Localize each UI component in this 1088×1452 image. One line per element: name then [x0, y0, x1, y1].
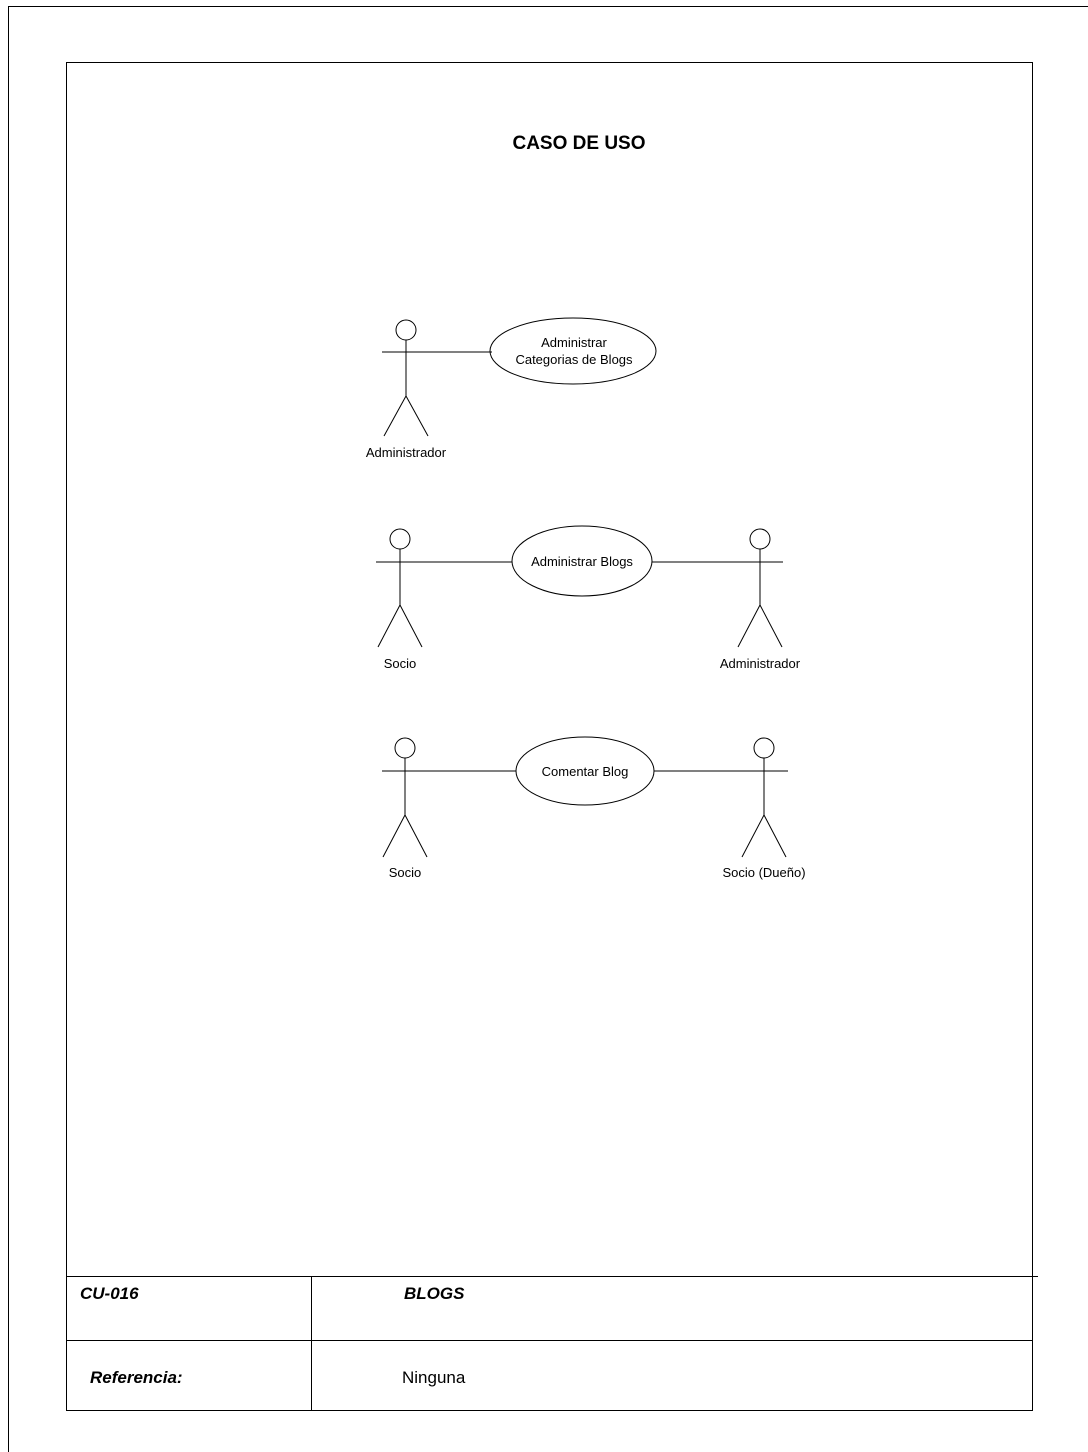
use-case-label: Administrar Blogs [531, 554, 633, 569]
page-title: CASO DE USO [512, 133, 646, 154]
page-frame [8, 6, 1088, 1452]
actor-label: Administrador [366, 445, 447, 460]
use-case-ellipse-1 [489, 317, 657, 385]
reference-value: Ninguna [402, 1368, 466, 1387]
footer-middle-rule [66, 1340, 1033, 1341]
footer-top-rule [66, 1276, 1038, 1277]
use-case-diagram: Administrar Categorias de Blogs Administ… [366, 317, 806, 880]
document-border [66, 62, 1033, 1411]
actor-socio-2 [382, 737, 429, 858]
use-case-ellipse-2 [511, 525, 653, 597]
actor-label: Administrador [720, 656, 801, 671]
use-case-diagram-svg: Administrar Categorias de Blogs Administ… [366, 317, 806, 880]
actor-label: Socio (Dueño) [722, 865, 805, 880]
use-case-label: Categorias de Blogs [515, 352, 633, 367]
actor-label: Socio [389, 865, 422, 880]
actor-administrador-1 [382, 319, 430, 437]
footer-column-divider [311, 1276, 312, 1411]
use-case-label: Comentar Blog [542, 764, 629, 779]
use-case-name: BLOGS [404, 1284, 465, 1303]
actor-socio-dueno [741, 737, 788, 858]
actor-administrador-2 [737, 528, 783, 648]
actor-label: Socio [384, 656, 417, 671]
actor-socio-1 [376, 528, 424, 648]
use-case-code: CU-016 [80, 1284, 139, 1303]
reference-label: Referencia: [90, 1368, 183, 1387]
use-case-label: Administrar [541, 335, 607, 350]
